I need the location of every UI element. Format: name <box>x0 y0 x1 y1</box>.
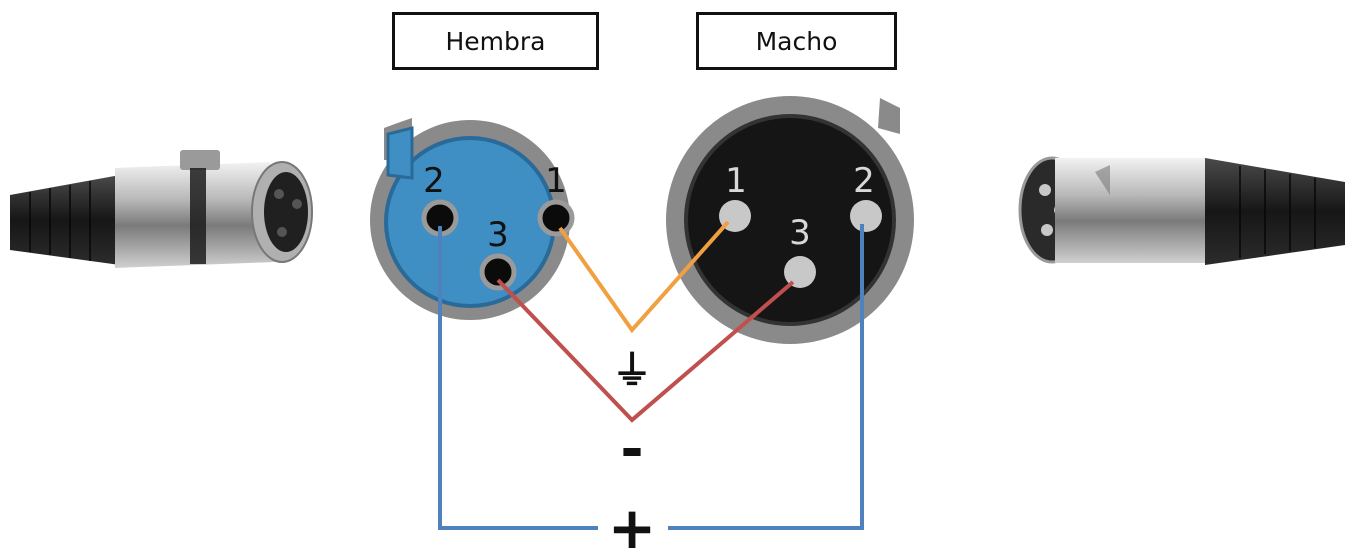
plus-wire-left <box>438 226 598 530</box>
male-label: Macho <box>755 26 838 56</box>
male-pin-2-label: 2 <box>853 161 875 201</box>
female-label: Hembra <box>445 26 546 56</box>
male-label-box: Macho <box>696 12 897 70</box>
ground-wire <box>558 220 730 334</box>
male-pin-3-label: 3 <box>789 213 811 253</box>
male-plug-image <box>1018 156 1345 265</box>
minus-symbol: - <box>620 417 643 482</box>
female-pin-1-label: 1 <box>545 161 567 201</box>
female-connector-face <box>370 118 575 320</box>
female-pin-3-label: 3 <box>487 215 509 255</box>
female-label-box: Hembra <box>392 12 599 70</box>
male-pin-1-label: 1 <box>725 161 747 201</box>
ground-symbol-icon: ⏚ <box>612 348 652 394</box>
plus-symbol: + <box>608 494 657 552</box>
plus-wire-right <box>668 224 864 530</box>
minus-wire <box>496 278 795 423</box>
female-pin-2-label: 2 <box>423 161 445 201</box>
male-connector-face <box>666 96 914 344</box>
female-plug-image <box>10 150 313 268</box>
